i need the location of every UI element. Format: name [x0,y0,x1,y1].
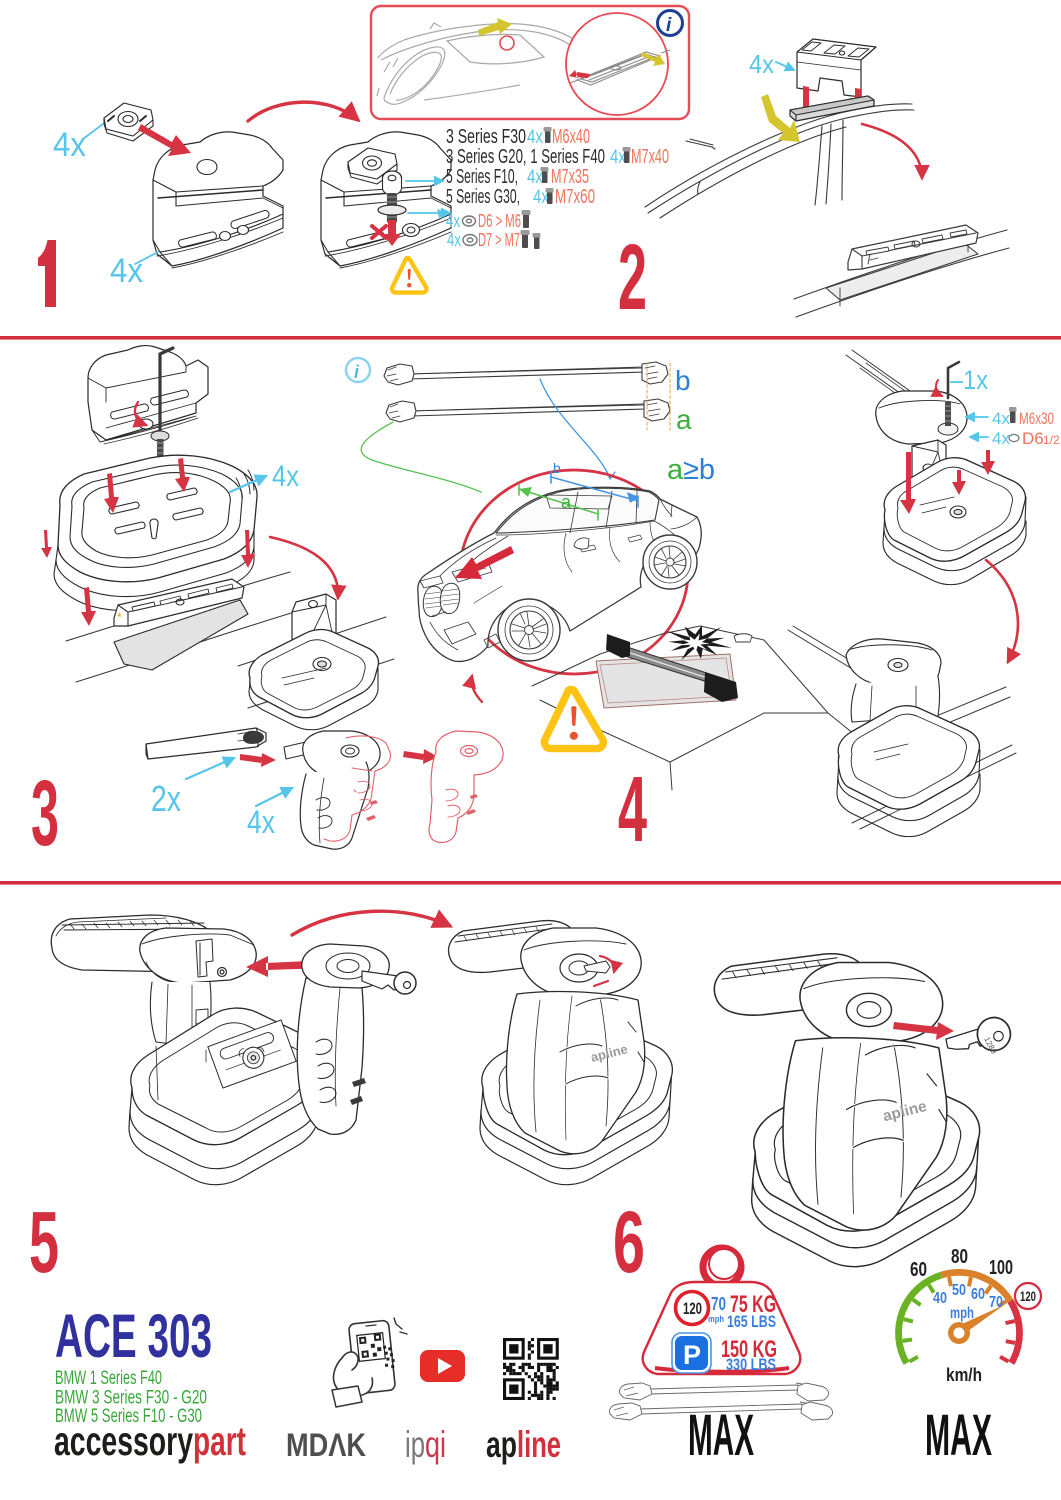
svg-text:≥b: ≥b [683,454,715,486]
svg-text:150 KG: 150 KG [721,1336,777,1363]
svg-text:100: 100 [989,1257,1013,1279]
svg-text:60: 60 [971,1286,985,1303]
svg-text:MAX: MAX [925,1403,992,1468]
svg-text:50: 50 [952,1282,966,1299]
svg-text:3 Series G20, 1 Series F40: 3 Series G20, 1 Series F40 [446,145,605,168]
svg-text:M7x60: M7x60 [555,185,595,208]
svg-text:–1x: –1x [950,365,988,395]
svg-text:accessorypart: accessorypart [54,1418,246,1464]
svg-text:4x: 4x [992,409,1010,428]
svg-text:MAX: MAX [688,1403,754,1468]
svg-text:165 LBS: 165 LBS [727,1313,776,1331]
svg-text:apline: apline [486,1424,561,1465]
svg-text:a: a [561,492,572,512]
svg-text:M6x40: M6x40 [552,125,590,148]
svg-text:1/2: 1/2 [1043,433,1060,447]
svg-text:4: 4 [618,757,647,861]
svg-text:4x: 4x [749,49,774,79]
svg-text:5 Series F10,: 5 Series F10, [446,165,518,188]
svg-text:4x: 4x [110,252,143,290]
svg-text:i: i [354,362,360,382]
svg-text:4x: 4x [527,127,543,148]
svg-text:km/h: km/h [946,1365,982,1385]
svg-text:4x: 4x [446,211,460,231]
svg-text:D6 > M6: D6 > M6 [478,211,521,231]
svg-text:M6x30: M6x30 [1019,409,1054,428]
svg-text:40: 40 [933,1290,947,1307]
svg-text:2: 2 [618,225,647,329]
svg-text:P: P [683,1340,701,1370]
svg-text:i: i [666,15,672,36]
svg-text:5 Series G30,: 5 Series G30, [446,185,520,208]
svg-text:ACE 303: ACE 303 [55,1302,212,1370]
svg-text:4x: 4x [527,167,543,188]
svg-text:a: a [667,454,684,486]
svg-text:4x: 4x [53,126,86,164]
svg-text:mph: mph [708,1314,724,1325]
svg-text:4x: 4x [533,187,549,208]
svg-text:4x: 4x [272,460,299,493]
svg-text:mph: mph [950,1305,974,1322]
svg-text:4x: 4x [992,429,1010,448]
svg-text:M7x35: M7x35 [551,165,589,188]
svg-text:4x: 4x [610,147,626,168]
svg-text:3 Series F30: 3 Series F30 [446,125,526,148]
svg-text:b: b [675,365,691,396]
svg-text:ipqi: ipqi [405,1424,446,1465]
svg-text:70: 70 [711,1294,726,1314]
svg-text:75 KG: 75 KG [730,1291,776,1318]
svg-text:70: 70 [989,1294,1003,1311]
svg-text:330 LBS: 330 LBS [726,1356,776,1374]
svg-text:6: 6 [613,1194,645,1291]
svg-text:M7x40: M7x40 [631,145,669,168]
svg-text:60: 60 [910,1259,927,1281]
svg-text:D6: D6 [1022,429,1044,448]
svg-text:4x: 4x [247,804,275,840]
svg-text:a: a [676,404,692,435]
svg-text:80: 80 [951,1246,968,1268]
svg-text:120: 120 [683,1299,702,1318]
svg-text:120: 120 [1020,1289,1036,1304]
svg-text:3: 3 [31,761,59,865]
svg-text:4x: 4x [447,230,461,250]
svg-text:BMW 1 Series F40: BMW 1 Series F40 [55,1368,162,1389]
svg-text:5: 5 [29,1194,59,1291]
svg-text:MDΛK: MDΛK [286,1427,366,1463]
svg-text:D7 > M7: D7 > M7 [478,230,520,250]
svg-text:BMW 3 Series F30 - G20: BMW 3 Series F30 - G20 [55,1388,207,1409]
svg-text:BMW 5 Series F10 - G30: BMW 5 Series F10 - G30 [55,1406,202,1427]
svg-text:2x: 2x [151,778,181,819]
svg-text:b: b [553,460,561,476]
